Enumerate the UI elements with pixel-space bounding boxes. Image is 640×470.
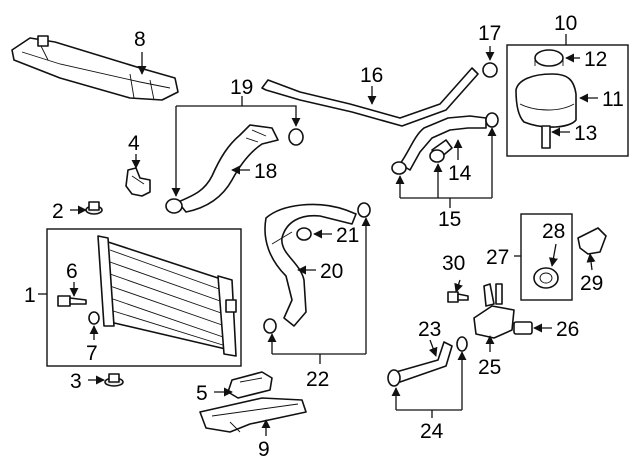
- overflow-hose-part-16: [261, 67, 479, 127]
- thermostat-group-box: [520, 213, 573, 301]
- heater-hose-part-14: [399, 115, 487, 171]
- leader-lines: [38, 34, 598, 436]
- clamp-15b: [429, 149, 445, 163]
- bleeder-part-30: [447, 291, 469, 303]
- air-baffle-part-8: [11, 35, 179, 101]
- lower-hose-part-20: [264, 203, 357, 327]
- radiator-group-box: [46, 228, 242, 367]
- callout-24: 24: [420, 420, 444, 443]
- callout-29: 29: [580, 272, 603, 295]
- callout-3: 3: [70, 370, 82, 393]
- radiator-part-1: [97, 235, 237, 357]
- seal-24a: [387, 369, 401, 387]
- sensor-part-13: [541, 125, 551, 149]
- housing-part-29: [577, 227, 607, 255]
- drain-plug-part-6: [57, 295, 87, 307]
- clamp-part-17: [482, 62, 498, 78]
- callout-26: 26: [556, 318, 579, 341]
- surge-tank-part-11: [515, 73, 577, 128]
- clamp-22a: [263, 318, 277, 334]
- callout-1: 1: [24, 284, 36, 307]
- coolant-pipe-part-23: [395, 341, 453, 383]
- callout-13: 13: [574, 122, 597, 145]
- clamp-21: [296, 227, 312, 241]
- callout-5: 5: [196, 382, 208, 405]
- callout-11: 11: [602, 88, 624, 111]
- reservoir-group-box: [506, 44, 629, 157]
- callout-28: 28: [542, 220, 565, 243]
- clip-part-3: [104, 373, 124, 387]
- callout-20: 20: [320, 260, 343, 283]
- clamp-15c: [485, 112, 499, 128]
- bracket-part-4: [125, 167, 151, 197]
- callout-14: 14: [448, 162, 472, 185]
- clip-part-2: [85, 201, 103, 215]
- clamp-15a: [391, 161, 407, 175]
- callout-17: 17: [478, 22, 501, 45]
- callout-4: 4: [128, 132, 140, 155]
- callout-27: 27: [486, 246, 509, 269]
- callout-30: 30: [442, 252, 465, 275]
- upper-hose-part-18: [177, 124, 279, 213]
- callout-16: 16: [360, 64, 383, 87]
- callout-19: 19: [230, 76, 253, 99]
- o-ring-part-7: [88, 311, 100, 325]
- thermostat-part-28: [533, 267, 559, 289]
- callout-2: 2: [52, 200, 64, 223]
- callout-18: 18: [254, 160, 277, 183]
- callout-15: 15: [438, 208, 461, 231]
- callout-10: 10: [554, 12, 577, 35]
- callout-7: 7: [86, 342, 98, 365]
- callout-21: 21: [336, 224, 359, 247]
- cap-part-12: [534, 49, 564, 67]
- hose-clamp-19b: [288, 128, 304, 146]
- callout-23: 23: [418, 318, 441, 341]
- water-outlet-part-25: [473, 283, 515, 339]
- callout-9: 9: [258, 438, 270, 461]
- callout-12: 12: [584, 48, 607, 71]
- clamp-22b: [357, 202, 371, 218]
- gasket-part-26: [513, 321, 533, 335]
- callout-6: 6: [66, 260, 78, 283]
- callout-25: 25: [478, 356, 501, 379]
- seal-24b: [456, 336, 468, 352]
- deflector-part-9: [199, 397, 307, 433]
- callout-22: 22: [306, 368, 329, 391]
- hose-clamp-19a: [165, 198, 183, 214]
- callout-8: 8: [134, 28, 146, 51]
- deflector-part-5: [227, 371, 273, 399]
